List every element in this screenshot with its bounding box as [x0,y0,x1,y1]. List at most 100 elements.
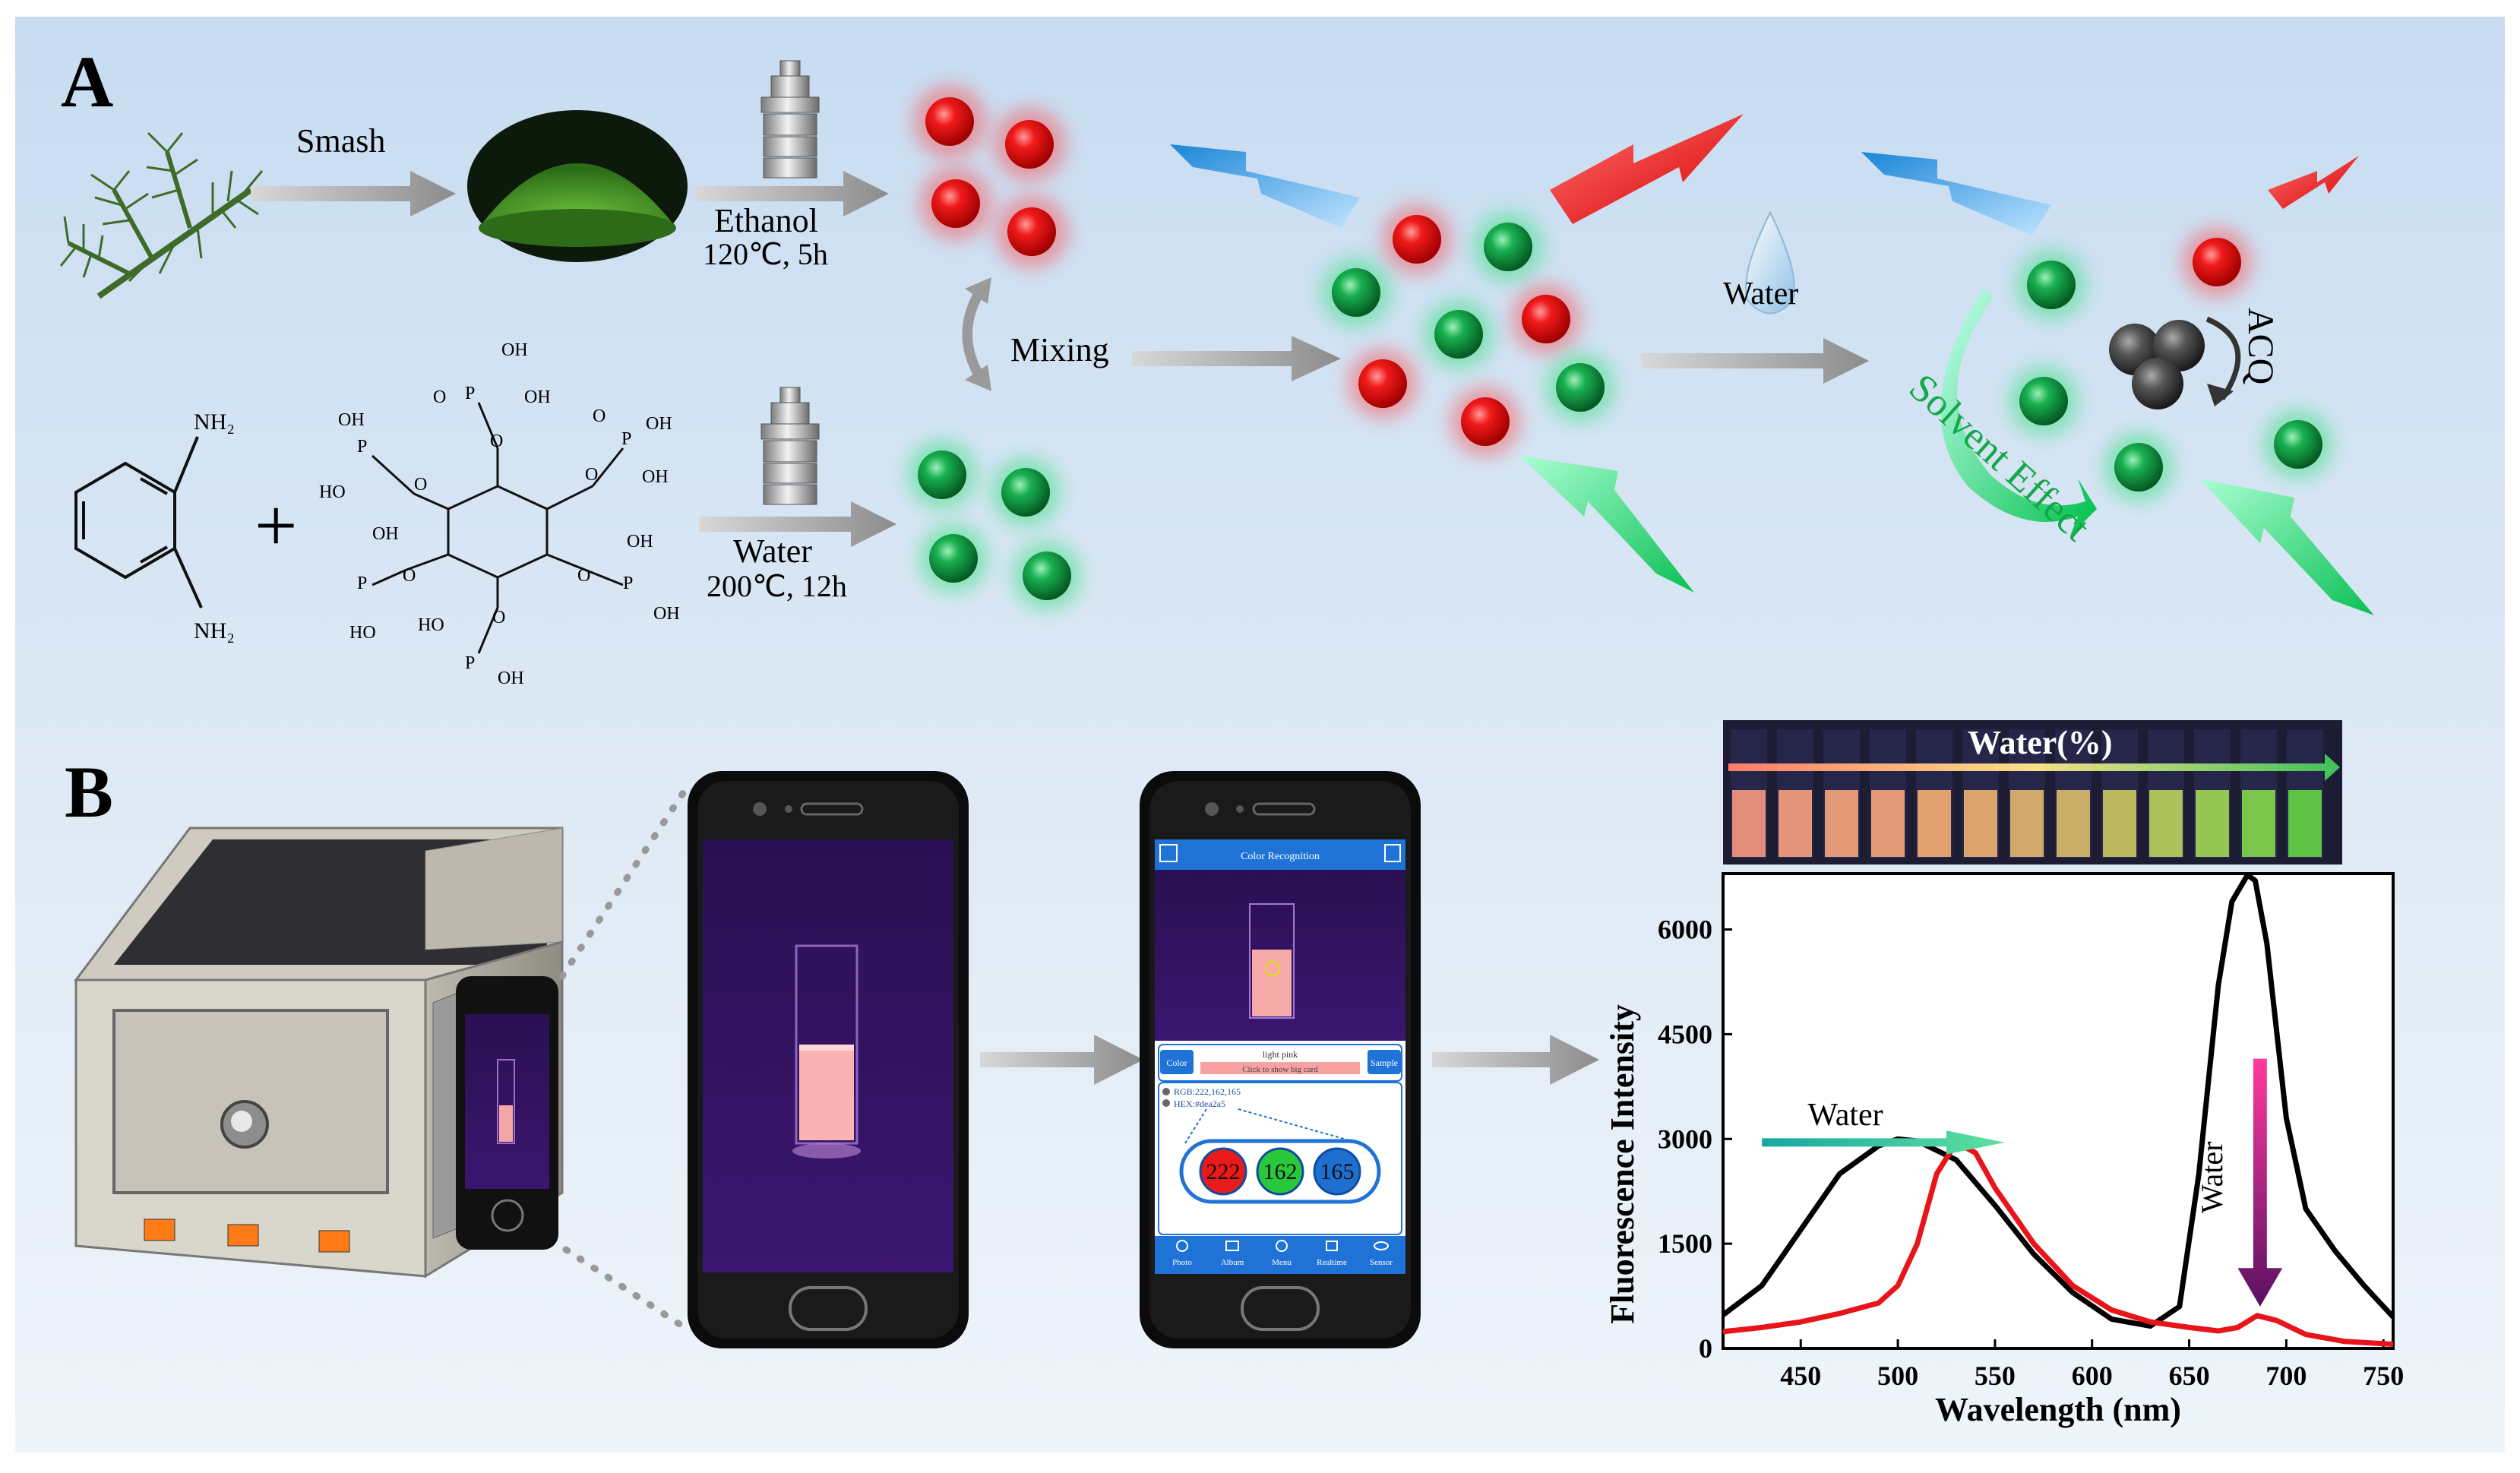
phytate-ho3: HO [418,615,444,635]
acq-label: ACQ [2240,308,2281,384]
phytate-ho2: HO [349,623,376,643]
phytate-o2: O [593,406,605,426]
blue-excitation-bolt-2 [1861,152,2051,235]
app-sample-button[interactable] [1368,1050,1401,1074]
phytate-oh1: OH [501,340,528,360]
phytate-o-ring4: O [403,566,416,586]
aggregated-dots [2109,320,2205,409]
x-tick-label: 650 [2169,1361,2210,1391]
nav-photo[interactable]: Photo [1172,1258,1192,1267]
vial-solution [1779,790,1812,857]
phytate-oh2: OH [524,387,551,407]
app-save-icon[interactable] [1384,844,1401,862]
plus-sign: + [255,483,297,567]
vial-solution [2288,790,2322,857]
app-title: Color Recognition [1241,851,1320,862]
phytate-oh6: OH [372,524,399,544]
x-tick-label: 500 [1877,1361,1918,1391]
series-line-red [1722,1140,2394,1347]
green-emission-bolt [1519,456,1694,593]
smash-arrow [251,171,456,217]
x-tick-label: 600 [2072,1361,2113,1391]
green-carbon-dots [907,440,1082,611]
y-tick-label: 0 [1699,1333,1712,1364]
vial-solution [2057,790,2090,857]
app-g-value: 162 [1263,1159,1298,1184]
phytate-ho1: HO [319,482,346,502]
app-to-chart-arrow [1432,1035,1599,1085]
vial-solution [2196,790,2229,857]
app-color-button-label: Color [1166,1057,1187,1068]
app-rgb-value: RGB:222,162,165 [1174,1086,1241,1097]
nav-sensor[interactable]: Sensor [1370,1258,1393,1267]
phytate-o-ring2: O [585,465,598,485]
water-shift-annotation: Water [1807,1098,1883,1133]
phytate-oh5: OH [338,410,365,430]
water-label: Water [733,533,812,570]
x-tick-label: 750 [2363,1361,2404,1391]
green-emission-bolt-2 [2199,479,2374,615]
x-tick-label: 450 [1780,1361,1821,1391]
plant-branch-icon [59,131,264,299]
panel-a-label: A [61,41,113,122]
x-tick-label: 700 [2265,1361,2307,1391]
nav-menu-icon[interactable] [1276,1240,1288,1252]
phytate-o-ring1: O [490,431,503,451]
vial-solution [1871,790,1905,857]
app-hex-value: HEX:#dea2a5 [1174,1098,1225,1109]
autoclave-icon [760,60,820,179]
vial-solution [1964,790,1997,857]
app-sample-button-label: Sample [1371,1057,1398,1068]
blue-excitation-bolt [1170,144,1360,228]
water-quench-annotation: Water [2195,1142,2229,1214]
nav-menu[interactable]: Menu [1272,1258,1292,1267]
panel-b-label: B [65,751,113,833]
app-r-value: 222 [1206,1159,1241,1184]
nav-album[interactable]: Album [1221,1258,1244,1267]
vial-solution [2242,790,2275,857]
zoom-dotted-lines [558,782,691,1333]
water-conditions: 200℃, 12h [707,569,847,603]
nav-photo-icon[interactable] [1176,1240,1188,1252]
smash-label: Smash [296,122,385,160]
water-drop-icon [1745,210,1795,315]
x-tick-label: 550 [1975,1361,2016,1391]
mixing-arrows [962,277,991,391]
app-color-button[interactable] [1160,1050,1194,1074]
phytate-p1: P [465,384,475,403]
phytate-o-ring6: O [492,608,505,627]
attached-smartphone [456,976,558,1250]
nav-realtime[interactable]: Realtime [1317,1258,1347,1267]
smartphone-camera-view [688,771,969,1348]
phytic-acid-labels: P OH O OH O P O OH OH O P OH HO O P OH H… [319,340,680,688]
app-b-value: 165 [1320,1159,1355,1184]
app-image-icon[interactable] [1159,844,1178,862]
nav-album-icon[interactable] [1225,1241,1239,1251]
app-big-card-link[interactable] [1200,1062,1360,1074]
app-big-card-text: Click to show big card [1242,1065,1318,1074]
nav-sensor-icon[interactable] [1374,1241,1389,1250]
y-tick-label: 6000 [1658,915,1712,945]
mixing-label: Mixing [1010,331,1109,368]
water-shift-arrow [1762,1130,2005,1155]
phytate-oh7: OH [627,532,653,552]
x-axis-label: Wavelength (nm) [1935,1391,2181,1428]
water-synthesis-arrow [699,501,896,547]
nav-realtime-icon[interactable] [1326,1241,1338,1251]
app-bottom-nav: Photo Album Menu Realtime Sensor [1172,1240,1393,1267]
vial-solution [1825,790,1858,857]
phytate-o1: O [433,387,446,407]
vial-photo-strip [1723,720,2342,865]
vial-solution [2010,790,2044,857]
smartphone-color-recognition-app [1140,771,1421,1348]
y-tick-label: 3000 [1658,1124,1712,1154]
phytate-oh4: OH [642,467,669,487]
ethanol-label: Ethanol [714,202,818,239]
water-quench-arrow [2237,1058,2283,1307]
phytate-p6: P [465,653,475,673]
acq-curved-arrow [2205,316,2241,406]
y-axis-label: Fluorescence Intensity [1604,1004,1641,1324]
phytate-o-ring3: O [414,475,427,495]
